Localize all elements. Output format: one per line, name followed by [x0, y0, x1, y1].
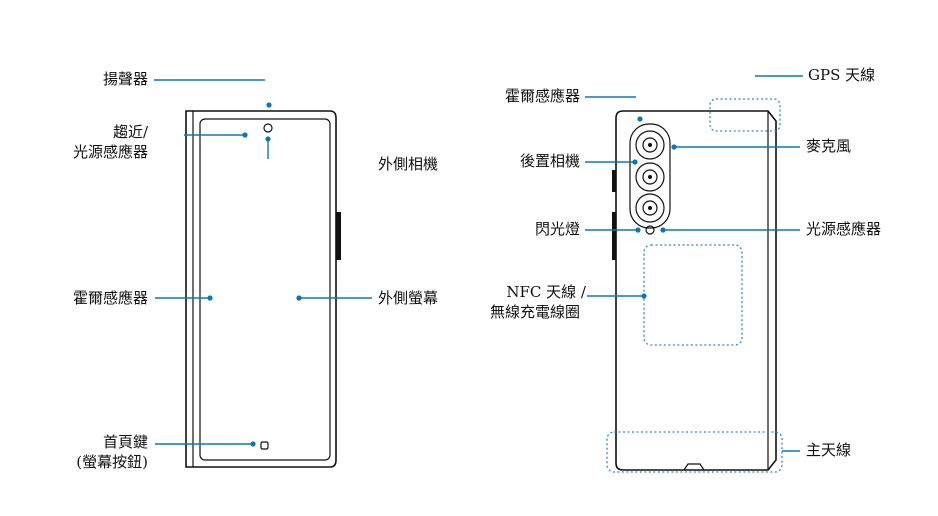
front-leaders [154, 79, 372, 447]
label-flash: 閃光燈 [534, 220, 580, 238]
leader-dot-proximity [242, 132, 248, 138]
back-body-outline [615, 110, 777, 471]
label-nfc-line2: 無線充電線圈 [489, 303, 580, 321]
rear-lens-1 [635, 130, 665, 160]
front-body-outline [185, 110, 337, 468]
leader-dot-hall-back [637, 116, 643, 122]
leader-dot-microphone [671, 144, 677, 150]
label-nfc-line1: NFC 天線 / [506, 283, 586, 301]
front-view [185, 110, 341, 468]
rear-lens-3-core [648, 206, 652, 210]
bottom-port [683, 463, 705, 471]
gps-antenna-area [709, 98, 781, 132]
rear-lens-3 [635, 193, 665, 223]
label-cover-screen: 外側螢幕 [378, 289, 439, 307]
label-hall-sensor-front: 霍爾感應器 [72, 289, 148, 307]
label-home-key-line2: (螢幕按鈕) [76, 453, 148, 471]
back-leaders [585, 75, 803, 452]
leader-dot-front-camera [265, 136, 271, 142]
label-proximity-light-line1: 趨近/ [112, 123, 148, 141]
camera-lenses [635, 130, 665, 223]
label-rear-camera: 後置相機 [519, 152, 580, 170]
main-antenna-area [606, 431, 783, 473]
side-key [336, 212, 341, 260]
label-hall-sensor-back: 霍爾感應器 [504, 87, 580, 105]
leader-dot-speaker [266, 102, 272, 108]
label-light-sensor: 光源感應器 [806, 220, 882, 238]
leader-dot-rear-camera [632, 159, 638, 165]
camera-module [629, 123, 671, 229]
leader-dot-hall-front [207, 295, 213, 301]
cover-screen-area [199, 118, 331, 461]
back-view [606, 98, 783, 473]
leader-dot-light-sensor [660, 227, 666, 233]
label-speaker: 揚聲器 [102, 70, 148, 88]
flash-lamp [645, 225, 655, 235]
label-front-camera: 外側相機 [378, 155, 439, 173]
leader-dot-cover-screen [296, 295, 302, 301]
leader-dot-flash [635, 227, 641, 233]
leader-dot-nfc [641, 293, 647, 299]
rear-lens-1-core [648, 143, 652, 147]
front-camera-lens [263, 123, 273, 133]
back-side-key-lower [612, 212, 616, 260]
home-key-icon [260, 441, 269, 450]
rear-lens-2 [635, 162, 665, 192]
back-side-key-upper [612, 170, 616, 192]
label-proximity-light-line2: 光源感應器 [72, 143, 148, 161]
nfc-coil-area [643, 244, 743, 346]
label-microphone: 麥克風 [806, 137, 852, 155]
leader-dot-home-key [250, 441, 256, 447]
label-gps-antenna: GPS 天線 [808, 66, 876, 84]
rear-lens-2-ring [642, 169, 658, 185]
rear-lens-2-core [648, 175, 652, 179]
label-home-key-line1: 首頁鍵 [102, 433, 148, 451]
label-main-antenna: 主天線 [806, 441, 852, 459]
rear-lens-3-ring [642, 200, 658, 216]
rear-lens-1-ring [642, 137, 658, 153]
